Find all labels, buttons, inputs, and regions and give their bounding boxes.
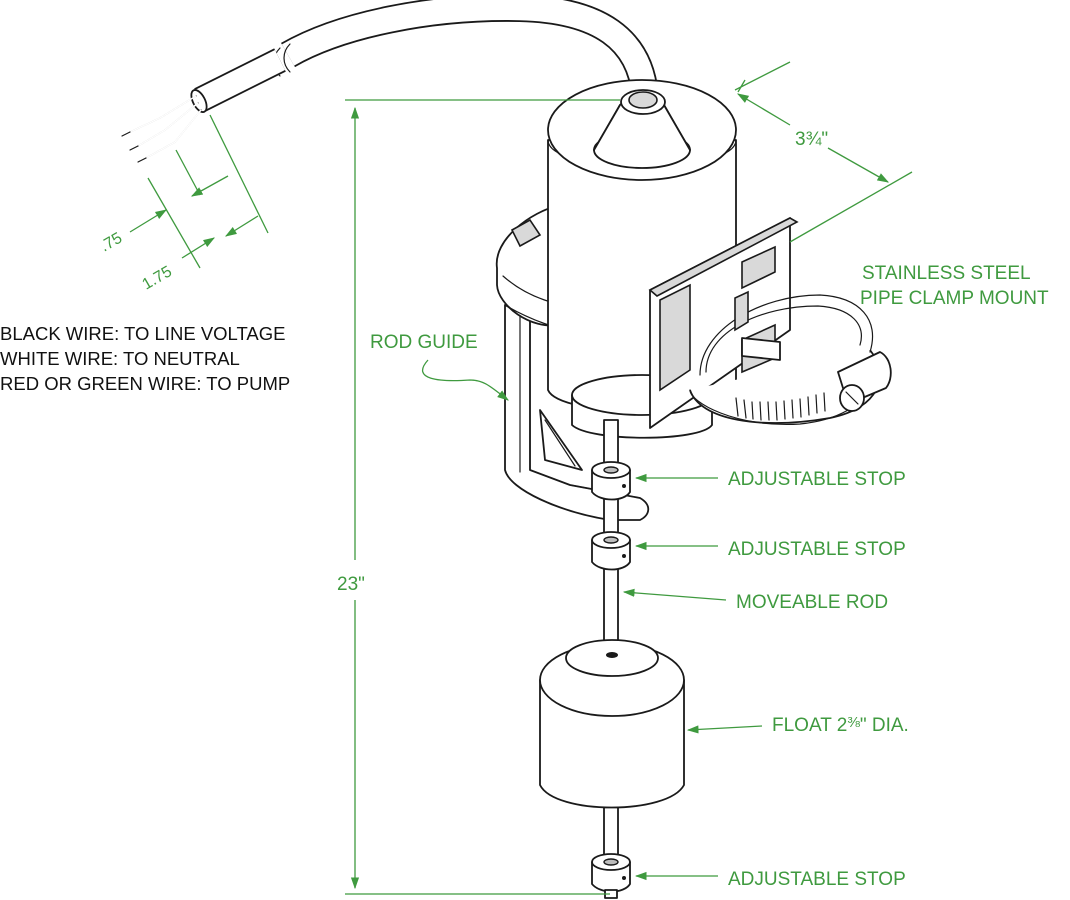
- wiring-note-white: WHITE WIRE: TO NEUTRAL: [0, 348, 240, 369]
- clamp-label-line1: STAINLESS STEEL: [862, 263, 1031, 284]
- callout-stop-middle: ADJUSTABLE STOP: [634, 539, 906, 560]
- stop-middle-label: ADJUSTABLE STOP: [728, 539, 906, 560]
- float-label-prefix: FLOAT 2: [772, 715, 847, 736]
- callout-moveable-rod: MOVEABLE ROD: [622, 588, 888, 613]
- height-label: 23": [337, 574, 365, 595]
- strip-short-label: .75: [98, 230, 126, 256]
- float: [539, 639, 685, 809]
- clamp-label-line2: PIPE CLAMP MOUNT: [860, 288, 1049, 309]
- float-label: FLOAT 2⅜" DIA.: [772, 714, 909, 736]
- float-label-fraction: ⅜: [847, 714, 860, 731]
- height-dimension: 23": [337, 99, 620, 895]
- power-cable: [121, 0, 659, 163]
- callout-clamp-mount: STAINLESS STEEL PIPE CLAMP MOUNT: [860, 263, 1049, 309]
- callout-float: FLOAT 2⅜" DIA.: [686, 714, 909, 736]
- wiring-note-red-green: RED OR GREEN WIRE: TO PUMP: [0, 373, 290, 394]
- rod-guide-label: ROD GUIDE: [370, 332, 478, 353]
- width-label: 3¾": [795, 129, 828, 150]
- adjustable-stop-bottom: [591, 853, 631, 899]
- callout-rod-guide: ROD GUIDE: [370, 332, 509, 401]
- wiring-note-black: BLACK WIRE: TO LINE VOLTAGE: [0, 323, 285, 344]
- moveable-rod-label: MOVEABLE ROD: [736, 592, 888, 613]
- strip-long-label: 1.75: [140, 263, 176, 293]
- adjustable-stop-middle: [591, 531, 631, 571]
- callout-stop-upper: ADJUSTABLE STOP: [634, 469, 906, 490]
- callout-stop-bottom: ADJUSTABLE STOP: [634, 869, 906, 890]
- float-label-suffix: " DIA.: [860, 715, 909, 736]
- width-dimension: 3¾": [734, 61, 913, 243]
- adjustable-stop-upper: [591, 461, 631, 501]
- wiring-notes: BLACK WIRE: TO LINE VOLTAGE WHITE WIRE: …: [0, 323, 290, 394]
- stop-upper-label: ADJUSTABLE STOP: [728, 469, 906, 490]
- rod-guide-bracket: [495, 204, 650, 521]
- clamp-mount-plate: [648, 217, 892, 429]
- stop-bottom-label: ADJUSTABLE STOP: [728, 869, 906, 890]
- strip-length-dimension: .75 1.75: [98, 114, 269, 293]
